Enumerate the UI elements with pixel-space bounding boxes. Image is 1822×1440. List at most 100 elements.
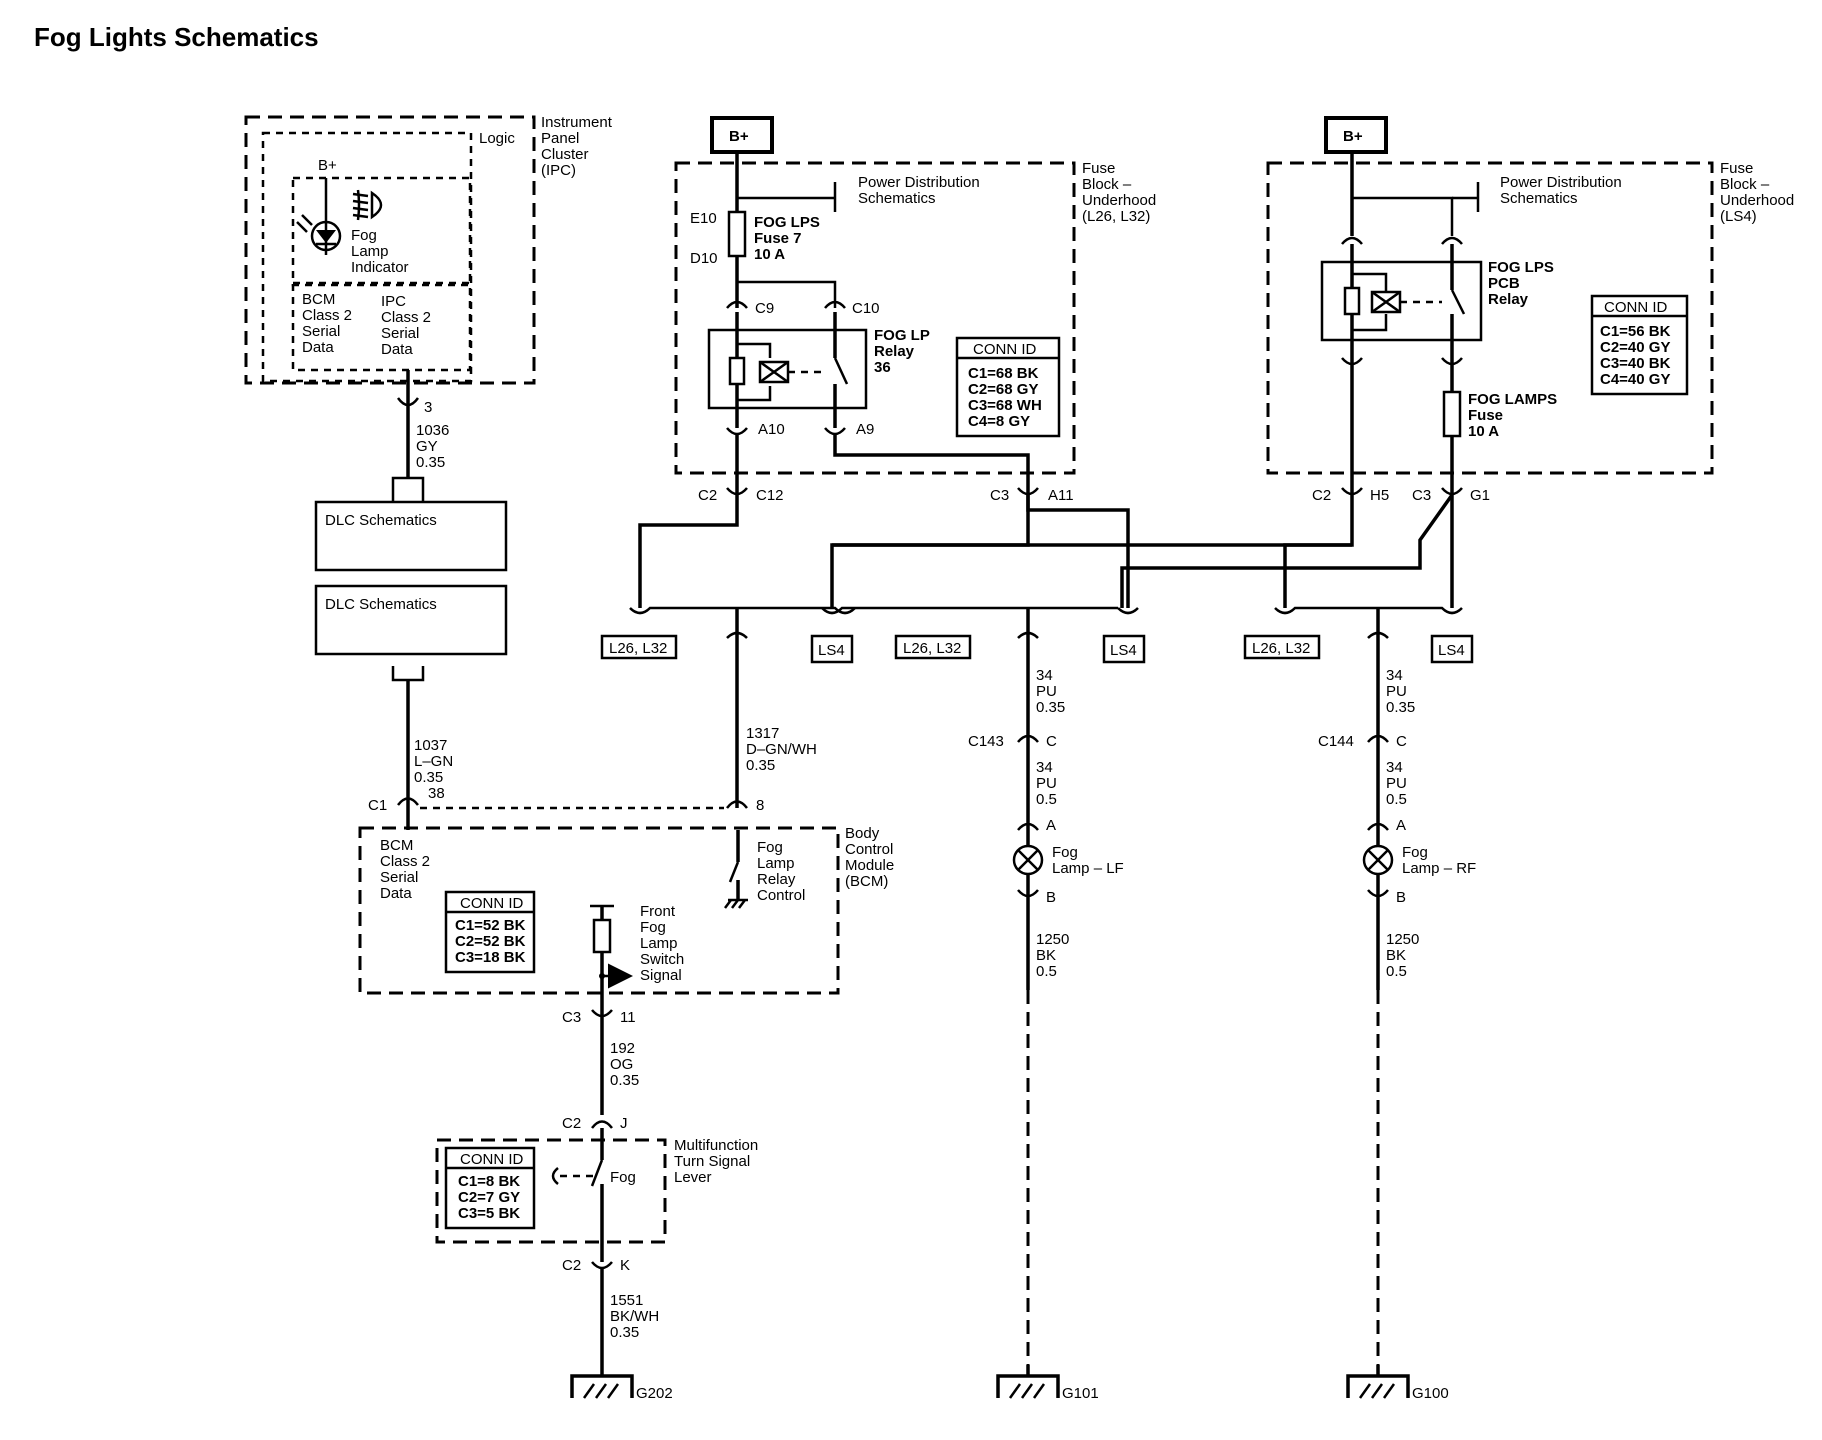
label-wires-w1250-1: BK	[1386, 947, 1406, 964]
label-bcm-relay_ctrl-3: Control	[757, 887, 805, 904]
label-bcm-relay_ctrl-2: Relay	[757, 871, 796, 888]
label-connectors-c3: C3	[562, 1009, 581, 1026]
label-connectors-d10: D10	[690, 250, 718, 267]
label-connectors-c12: C12	[756, 487, 784, 504]
label-connectors-a10: A10	[758, 421, 785, 438]
label-wires-w1317-2: 0.35	[746, 757, 775, 774]
label-wires-w1250-2: 0.5	[1036, 963, 1057, 980]
label-wires-w34b-1: PU	[1036, 775, 1057, 792]
ground-g100-icon	[1346, 1374, 1410, 1398]
connector-c3-g1	[1441, 487, 1463, 496]
label-fuse_left-conn_title: CONN ID	[973, 341, 1037, 358]
label-turn_lever-conn_title: CONN ID	[460, 1151, 524, 1168]
connector-c144	[1367, 734, 1389, 743]
label-bcm-name-2: Module	[845, 857, 894, 874]
label-fuse_left-conn-1: C2=68 GY	[968, 381, 1038, 398]
label-connectors-c10: C10	[852, 300, 880, 317]
label-bcm-conn-2: C3=18 BK	[455, 949, 526, 966]
ground-g202-icon	[570, 1365, 634, 1399]
left-conn-id	[955, 336, 1061, 438]
label-connectors-p38: 38	[428, 785, 445, 802]
label-wires-w1036-0: 1036	[416, 422, 449, 439]
connector-c9	[726, 300, 748, 309]
label-connectors-p11: 11	[620, 1009, 636, 1026]
label-bcm-switch_sig-3: Switch	[640, 951, 684, 968]
connector-c3-a11	[1017, 487, 1039, 496]
label-turn_lever-conn-2: C3=5 BK	[458, 1205, 520, 1222]
pcb-relay-resistor-icon	[1343, 286, 1361, 316]
ipc-logic-label: Logic	[479, 130, 515, 147]
option-split-right	[1274, 606, 1463, 615]
connector-8	[726, 800, 748, 809]
label-fuse_right-name-1: Block –	[1720, 176, 1770, 193]
label-ipc-ipc_data-0: IPC	[381, 293, 406, 310]
label-wires-w1036-1: GY	[416, 438, 438, 455]
label-wires-w34a-1: PU	[1386, 683, 1407, 700]
label-options-b: LS4	[818, 642, 845, 659]
label-fuse_right-name-0: Fuse	[1720, 160, 1753, 177]
dlc-label-top: DLC Schematics	[325, 512, 437, 529]
option-split-left	[629, 606, 856, 615]
label-fuse_right-name-2: Underhood	[1720, 192, 1794, 209]
bcm-ground-icon	[724, 898, 748, 909]
pullup-resistor-icon	[592, 918, 612, 954]
fog-lamp-rf-circuit: 34 PU 0.35 C144 C 34 PU 0.5 A Fog Lamp –…	[1318, 608, 1476, 1402]
lever-actuator-icon	[551, 1167, 559, 1185]
dlc-box-top	[314, 500, 508, 572]
label-connectors-pc: C	[1046, 733, 1057, 750]
label-wires-w1551-2: 0.35	[610, 1324, 639, 1341]
label-connectors-c1: C1	[368, 797, 387, 814]
label-ipc-ipc_data-3: Data	[381, 341, 413, 358]
right-conn-id	[1590, 294, 1689, 396]
label-connectors-c2: C2	[562, 1115, 581, 1132]
label-fuse_right-power_dist-0: Power Distribution	[1500, 174, 1622, 191]
label-fuse_left-name-2: Underhood	[1082, 192, 1156, 209]
label-turn_lever-switch: Fog	[610, 1169, 636, 1186]
label-turn_lever-conn-0: C1=8 BK	[458, 1173, 520, 1190]
connector-pcb-1	[1341, 236, 1363, 245]
connector-c1	[397, 797, 419, 806]
label-connectors-pb: B	[1396, 889, 1406, 906]
ipc-bplus: B+	[318, 157, 337, 174]
label-connectors-c2: C2	[1312, 487, 1331, 504]
label-bcm-switch_sig-1: Fog	[640, 919, 666, 936]
label-turn_lever-name-1: Turn Signal	[674, 1153, 750, 1170]
label-wires-w34b-1: PU	[1386, 775, 1407, 792]
label-options-a: L26, L32	[1252, 640, 1310, 657]
ipc-name-2: Panel	[541, 130, 579, 147]
label-grounds-g101: G101	[1062, 1385, 1099, 1402]
label-bcm-data-3: Data	[380, 885, 412, 902]
label-lamps-rf-1: Lamp – RF	[1402, 860, 1476, 877]
multifunction-turn-signal-lever: Multifunction Turn Signal Lever CONN ID …	[435, 1128, 758, 1262]
label-fuse_right-fuse_label-2: 10 A	[1468, 423, 1499, 440]
connector-c143	[1017, 734, 1039, 743]
label-fuse_right-relay_label-0: FOG LPS	[1488, 259, 1554, 276]
label-connectors-pk: K	[620, 1257, 630, 1274]
label-ipc-ipc_data-1: Class 2	[381, 309, 431, 326]
label-bcm-conn-0: C1=52 BK	[455, 917, 526, 934]
connector-c2-h5	[1341, 487, 1363, 496]
relay-coil-resistor-icon	[728, 356, 746, 386]
label-wires-w1036-2: 0.35	[416, 454, 445, 471]
label-connectors-a11: A11	[1048, 487, 1074, 504]
option-split-mid	[821, 606, 1118, 615]
label-turn_lever-name-0: Multifunction	[674, 1137, 758, 1154]
label-ipc-bcm_data-0: BCM	[302, 291, 335, 308]
label-connectors-g1: G1	[1470, 487, 1490, 504]
connector-a10	[726, 427, 748, 436]
label-wires-w1250-0: 1250	[1036, 931, 1069, 948]
label-bcm-conn-1: C2=52 BK	[455, 933, 526, 950]
label-fuse_left-relay_label-2: 36	[874, 359, 891, 376]
body-control-module: Body Control Module (BCM) BCM Class 2 Se…	[358, 825, 894, 1018]
label-wires-w34a-2: 0.35	[1036, 699, 1065, 716]
label-fuse_right-conn_title: CONN ID	[1604, 299, 1668, 316]
label-wires-w1250-2: 0.5	[1386, 963, 1407, 980]
connector-c10	[824, 300, 846, 309]
label-connectors-e10: E10	[690, 210, 717, 227]
label-turn_lever-conn-1: C2=7 GY	[458, 1189, 520, 1206]
label-fuse_right-conn-2: C3=40 BK	[1600, 355, 1671, 372]
label-connectors-pc: C	[1396, 733, 1407, 750]
connector-pcb-4	[1441, 357, 1463, 366]
fog-lamp-lf-circuit: 34 PU 0.35 C143 C 34 PU 0.5 A Fog Lamp –…	[968, 631, 1124, 1402]
label-lamps-lf-0: Fog	[1052, 844, 1078, 861]
